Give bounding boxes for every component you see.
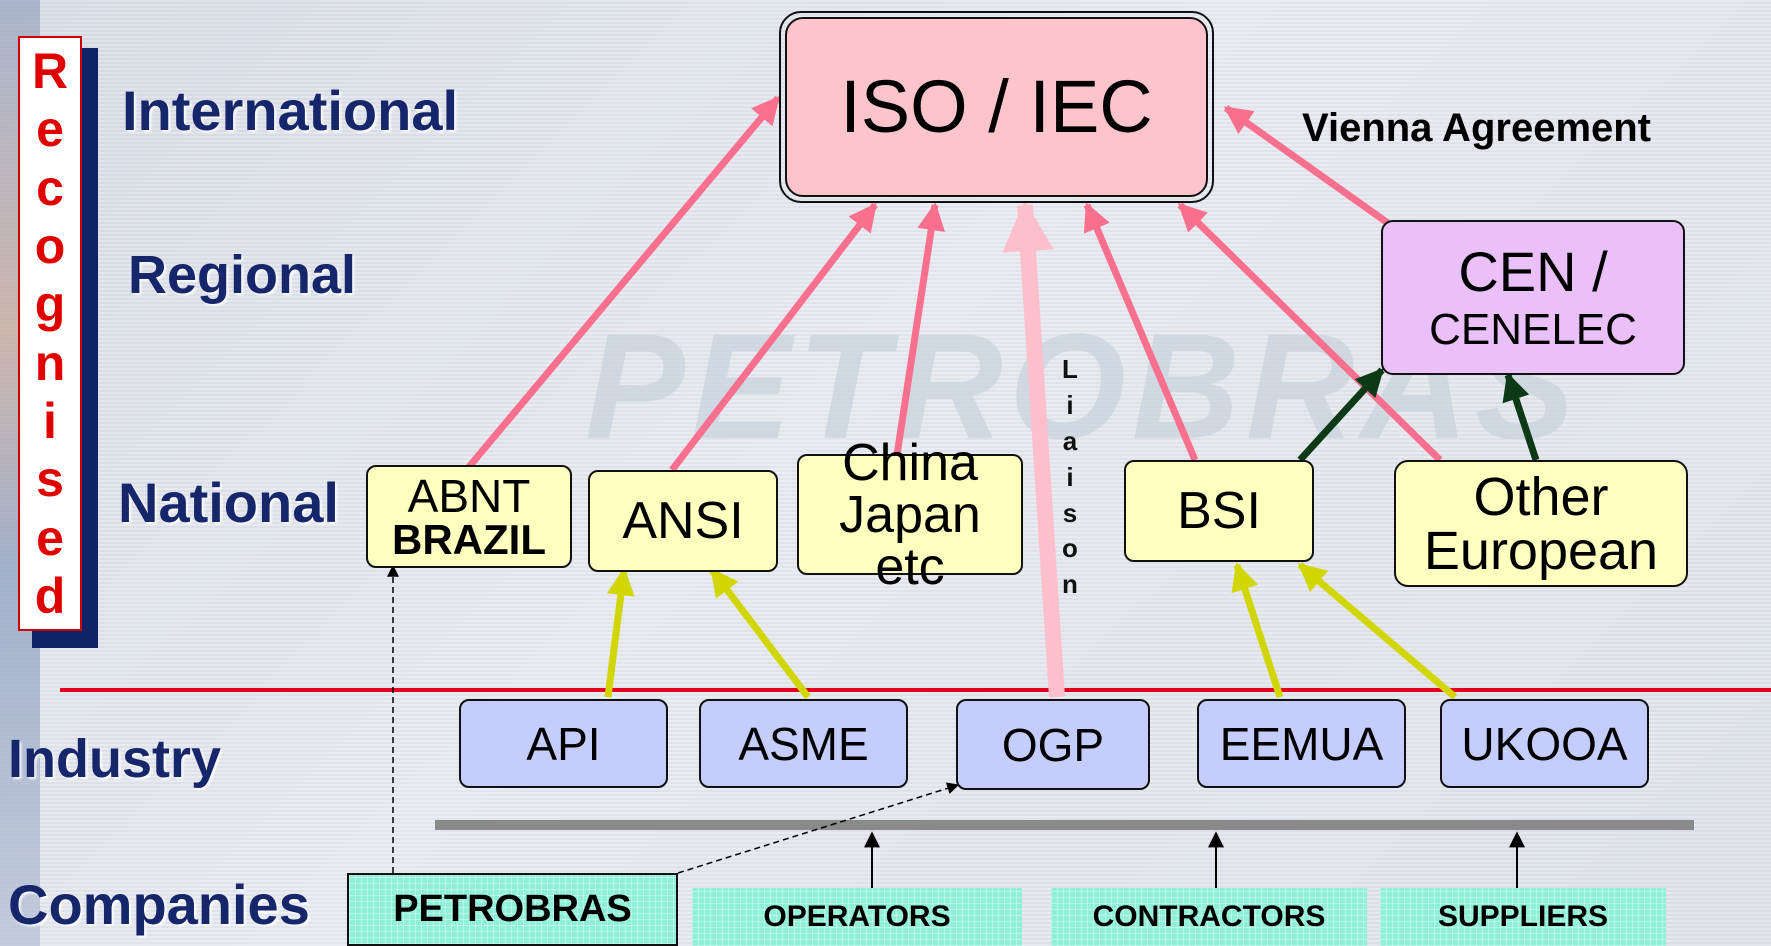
level-regional: Regional	[128, 245, 357, 305]
cen-label: CEN /	[1458, 239, 1608, 303]
ukooa-box: UKOOA	[1440, 699, 1649, 788]
abnt-brazil-box: ABNT BRAZIL	[366, 465, 572, 568]
asme-box: ASME	[699, 699, 908, 788]
recognised-letter: R	[31, 43, 69, 100]
china-label: China	[842, 433, 978, 492]
iso-iec-box: ISO / IEC	[785, 17, 1208, 197]
arrow-asme-to-ansi	[709, 567, 811, 700]
liaison-letter: L	[1062, 354, 1078, 384]
dashed-petrobras-to-ogp	[677, 782, 960, 874]
liaison-letter: i	[1066, 461, 1074, 492]
liaison-vertical-label: L i a i s o n	[1058, 352, 1082, 603]
ogp-label: OGP	[1001, 718, 1105, 771]
arrow-ansi-to-iso	[669, 202, 878, 473]
recognised-letter: s	[36, 451, 64, 508]
other-label: Other	[1473, 466, 1609, 527]
ansi-box: ANSI	[588, 470, 778, 572]
brazil-label: BRAZIL	[392, 515, 546, 563]
ogp-box: OGP	[956, 699, 1150, 790]
recognised-letter: o	[34, 218, 66, 275]
arrow-cen-to-iso	[1223, 105, 1395, 229]
liaison-letter: i	[1066, 389, 1074, 420]
liaison-letter: s	[1062, 497, 1078, 528]
suppliers-box: SUPPLIERS	[1380, 888, 1666, 946]
cenelec-label: CENELEC	[1429, 304, 1637, 354]
iso-box-outline	[779, 11, 1214, 203]
recognised-letter: n	[34, 334, 66, 391]
china-japan-box: China Japan etc	[797, 437, 1023, 593]
liaison-letter: o	[1062, 533, 1078, 564]
japan-label: Japan etc	[839, 485, 981, 596]
petrobras-company-box: PETROBRAS	[347, 873, 678, 946]
cen-cenelec-box: CEN / CENELEC	[1381, 220, 1685, 375]
arrow-bsi-to-iso	[1083, 202, 1199, 462]
recognised-letter: d	[34, 567, 66, 624]
api-label: API	[526, 717, 601, 770]
recognised-letter: i	[43, 392, 57, 449]
recognised-letter: g	[34, 276, 66, 333]
recognised-vertical-label: R e c o g n i s e d	[18, 36, 82, 631]
liaison-letter: a	[1062, 425, 1078, 456]
recognised-letter: e	[36, 101, 64, 158]
european-label: European	[1423, 520, 1659, 581]
level-national: National	[118, 471, 339, 534]
recognised-letter: e	[36, 509, 64, 566]
suppliers-label: SUPPLIERS	[1437, 900, 1609, 933]
arrow-ogp-liaison-to-iso	[1002, 199, 1065, 698]
operators-label: OPERATORS	[763, 900, 951, 933]
api-box: API	[459, 699, 668, 788]
bsi-box: BSI	[1124, 460, 1314, 562]
level-international: International	[122, 79, 459, 142]
arrow-abnt-to-iso	[465, 95, 781, 471]
iso-iec-label: ISO / IEC	[840, 65, 1153, 148]
liaison-letter: n	[1062, 569, 1078, 600]
contractors-label: CONTRACTORS	[1092, 900, 1326, 933]
arrow-china-to-iso	[893, 202, 946, 456]
arrow-bsi-to-cen	[1297, 367, 1385, 463]
ukooa-label: UKOOA	[1461, 717, 1628, 770]
bsi-label: BSI	[1177, 482, 1261, 540]
operators-box: OPERATORS	[692, 888, 1022, 946]
other-european-box: Other European	[1394, 460, 1688, 587]
asme-label: ASME	[738, 717, 869, 770]
level-companies: Companies	[8, 873, 310, 936]
petrobras-label: PETROBRAS	[393, 888, 632, 930]
arrow-other-to-iso	[1177, 202, 1443, 463]
arrow-api-to-ansi	[604, 567, 635, 698]
eemua-box: EEMUA	[1197, 699, 1406, 788]
abnt-label: ABNT	[407, 469, 531, 522]
level-industry: Industry	[8, 729, 222, 789]
ansi-label: ANSI	[622, 492, 744, 550]
arrow-eemua-to-bsi	[1231, 562, 1284, 699]
arrow-other-to-cen	[1502, 372, 1540, 462]
arrow-ukooa-to-bsi	[1297, 562, 1458, 700]
vienna-agreement-label: Vienna Agreement	[1302, 106, 1652, 150]
contractors-box: CONTRACTORS	[1051, 888, 1367, 946]
eemua-label: EEMUA	[1219, 717, 1384, 770]
recognised-letter: c	[36, 159, 64, 216]
